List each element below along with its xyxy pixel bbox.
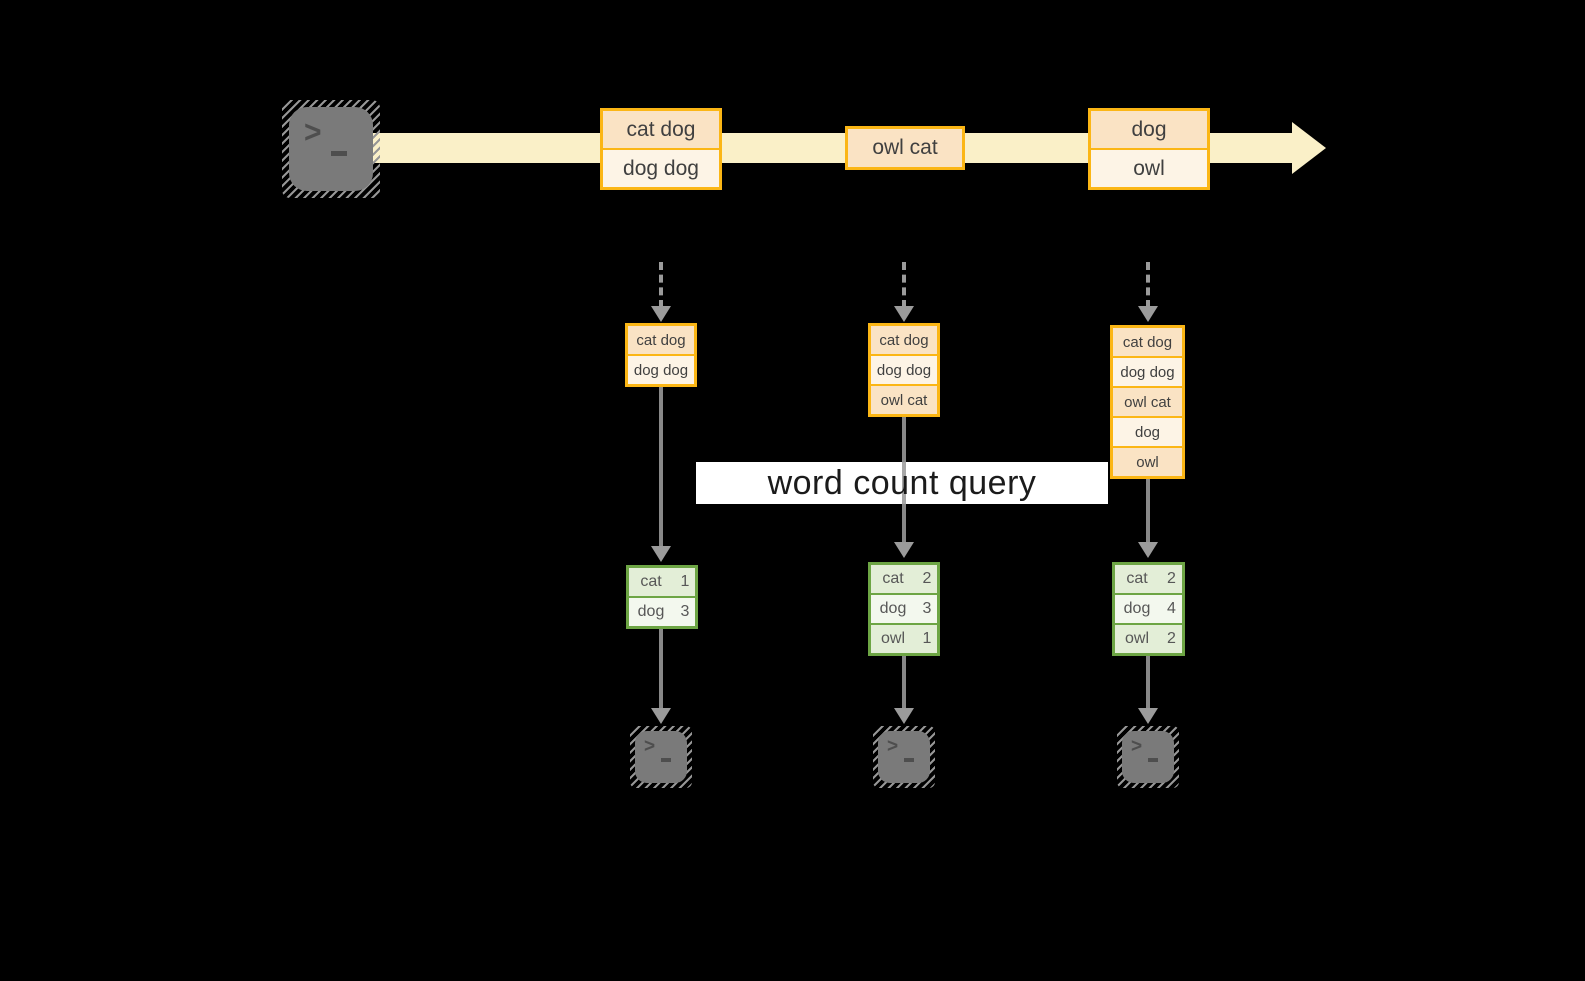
arrow-shaft bbox=[659, 629, 663, 710]
message-cell: dog bbox=[1091, 111, 1207, 148]
word-cell: owl bbox=[871, 625, 915, 653]
stream-message-2: owl cat bbox=[845, 126, 965, 170]
word-cell: cat bbox=[629, 568, 673, 596]
state-cell: cat dog bbox=[628, 326, 694, 354]
arrow-shaft bbox=[659, 262, 663, 308]
count-cell: 2 bbox=[1161, 565, 1182, 593]
arrow-shaft bbox=[1146, 262, 1150, 308]
output-terminal-icon-2: > bbox=[873, 726, 935, 788]
word-cell: dog bbox=[629, 598, 673, 626]
output-terminal-icon-3: > bbox=[1117, 726, 1179, 788]
terminal-cursor-icon bbox=[1148, 758, 1158, 762]
state-cell: dog dog bbox=[871, 356, 937, 384]
table-to-output-arrow-1 bbox=[651, 629, 671, 724]
word-cell: cat bbox=[1115, 565, 1159, 593]
stream-to-state-arrow-3 bbox=[1138, 262, 1158, 322]
arrow-shaft bbox=[659, 387, 663, 548]
arrowhead-icon bbox=[651, 546, 671, 562]
terminal-prompt-icon: > bbox=[644, 736, 656, 757]
state-to-table-arrow-1 bbox=[651, 387, 671, 562]
state-cell: dog bbox=[1113, 418, 1182, 446]
terminal-body: > bbox=[289, 107, 373, 191]
terminal-body: > bbox=[635, 731, 687, 783]
arrow-shaft bbox=[1146, 479, 1150, 544]
terminal-cursor-icon bbox=[904, 758, 914, 762]
state-cell: cat dog bbox=[871, 326, 937, 354]
count-cell: 3 bbox=[917, 595, 937, 623]
query-label: word count query bbox=[767, 463, 1037, 502]
state-to-table-arrow-2 bbox=[894, 417, 914, 558]
terminal-body: > bbox=[1122, 731, 1174, 783]
message-cell: dog dog bbox=[603, 150, 719, 187]
terminal-cursor-icon bbox=[331, 151, 347, 156]
count-cell: 3 bbox=[675, 598, 695, 626]
state-cell: owl cat bbox=[871, 386, 937, 414]
arrowhead-icon bbox=[1138, 306, 1158, 322]
arrowhead-icon bbox=[894, 542, 914, 558]
arrowhead-icon bbox=[1138, 542, 1158, 558]
count-cell: 2 bbox=[917, 565, 937, 593]
source-terminal-icon: > bbox=[282, 100, 380, 198]
terminal-prompt-icon: > bbox=[304, 115, 322, 150]
terminal-prompt-icon: > bbox=[887, 736, 899, 757]
terminal-body: > bbox=[878, 731, 930, 783]
stream-to-state-arrow-2 bbox=[894, 262, 914, 322]
output-terminal-icon-1: > bbox=[630, 726, 692, 788]
terminal-cursor-icon bbox=[661, 758, 671, 762]
count-cell: 1 bbox=[917, 625, 937, 653]
word-cell: owl bbox=[1115, 625, 1159, 653]
state-cell: dog dog bbox=[1113, 358, 1182, 386]
message-cell: owl bbox=[1091, 150, 1207, 187]
state-cell: owl cat bbox=[1113, 388, 1182, 416]
state-cell: owl bbox=[1113, 448, 1182, 476]
terminal-prompt-icon: > bbox=[1131, 736, 1143, 757]
count-cell: 1 bbox=[675, 568, 695, 596]
arrow-shaft bbox=[902, 656, 906, 710]
arrowhead-icon bbox=[894, 306, 914, 322]
arrowhead-icon bbox=[1138, 708, 1158, 724]
table-to-output-arrow-2 bbox=[894, 656, 914, 724]
stream-arrowhead-icon bbox=[1292, 122, 1326, 174]
arrowhead-icon bbox=[894, 708, 914, 724]
stream-to-state-arrow-1 bbox=[651, 262, 671, 322]
message-cell: owl cat bbox=[848, 129, 962, 167]
count-cell: 2 bbox=[1161, 625, 1182, 653]
arrowhead-icon bbox=[651, 306, 671, 322]
arrow-shaft bbox=[1146, 656, 1150, 710]
count-cell: 4 bbox=[1161, 595, 1182, 623]
word-cell: dog bbox=[871, 595, 915, 623]
state-cell: cat dog bbox=[1113, 328, 1182, 356]
state-cell: dog dog bbox=[628, 356, 694, 384]
arrow-shaft bbox=[902, 262, 906, 308]
state-to-table-arrow-3 bbox=[1138, 479, 1158, 558]
table-to-output-arrow-3 bbox=[1138, 656, 1158, 724]
arrow-shaft bbox=[902, 417, 906, 544]
word-cell: dog bbox=[1115, 595, 1159, 623]
arrowhead-icon bbox=[651, 708, 671, 724]
message-cell: cat dog bbox=[603, 111, 719, 148]
word-cell: cat bbox=[871, 565, 915, 593]
